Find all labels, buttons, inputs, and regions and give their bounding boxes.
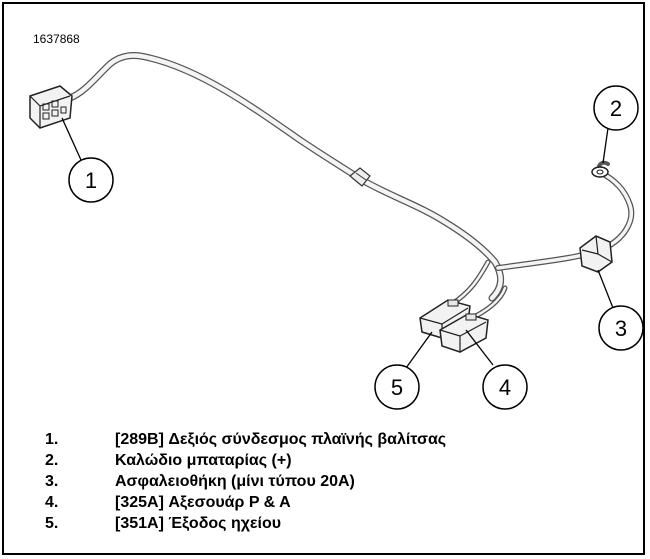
- cable-clip: [349, 167, 371, 187]
- legend-item-text: Καλώδιο μπαταρίας (+): [115, 451, 292, 469]
- legend-item: 2. Καλώδιο μπαταρίας (+): [45, 450, 625, 471]
- legend-item: 3. Ασφαλειοθήκη (μίνι τύπου 20A): [45, 471, 625, 492]
- side-saddlebag-connector: [29, 85, 73, 129]
- legend-item-text: Ασφαλειοθήκη (μίνι τύπου 20A): [115, 472, 355, 490]
- legend-item-text: [351A] Έξοδος ηχείου: [115, 514, 282, 532]
- legend-item: 4. [325A] Αξεσουάρ P & A: [45, 492, 625, 513]
- callout-5-number: 5: [391, 375, 403, 400]
- leader-5: [405, 331, 433, 369]
- callout-1-number: 1: [85, 168, 97, 193]
- legend-item: 5. [351A] Έξοδος ηχείου: [45, 513, 625, 534]
- leader-4: [465, 329, 494, 366]
- figure-frame: [2, 2, 645, 555]
- callout-3-number: 3: [615, 316, 627, 341]
- legend-item-text: [289B] Δεξιός σύνδεσμος πλαϊνής βαλίτσας: [115, 430, 447, 448]
- legend-list: 1. [289B] Δεξιός σύνδεσμος πλαϊνής βαλίτ…: [45, 429, 625, 534]
- battery-ring-terminal: [591, 166, 609, 178]
- leader-2: [602, 127, 609, 164]
- callout-2: 2: [593, 85, 639, 131]
- figure-id: 1637868: [33, 32, 80, 46]
- callout-2-number: 2: [610, 96, 622, 121]
- callout-3: 3: [598, 305, 644, 351]
- leader-3: [597, 269, 614, 309]
- legend-item-number: 2.: [45, 451, 59, 469]
- wiring-harness-illustration: 1 2 3 4 5: [29, 52, 644, 410]
- callout-5: 5: [374, 364, 420, 410]
- callout-4: 4: [482, 364, 528, 410]
- harness-cable: [66, 52, 635, 323]
- fuse-holder: [579, 235, 613, 273]
- legend-item-text: [325A] Αξεσουάρ P & A: [115, 493, 291, 511]
- callout-4-number: 4: [499, 375, 511, 400]
- legend-item: 1. [289B] Δεξιός σύνδεσμος πλαϊνής βαλίτ…: [45, 429, 625, 450]
- callout-leaders: [61, 117, 614, 369]
- legend-item-number: 1.: [45, 430, 59, 448]
- legend-item-number: 5.: [45, 514, 59, 532]
- callout-1: 1: [68, 157, 114, 203]
- legend-item-number: 4.: [45, 493, 59, 511]
- legend-item-number: 3.: [45, 472, 59, 490]
- leader-1: [61, 117, 82, 161]
